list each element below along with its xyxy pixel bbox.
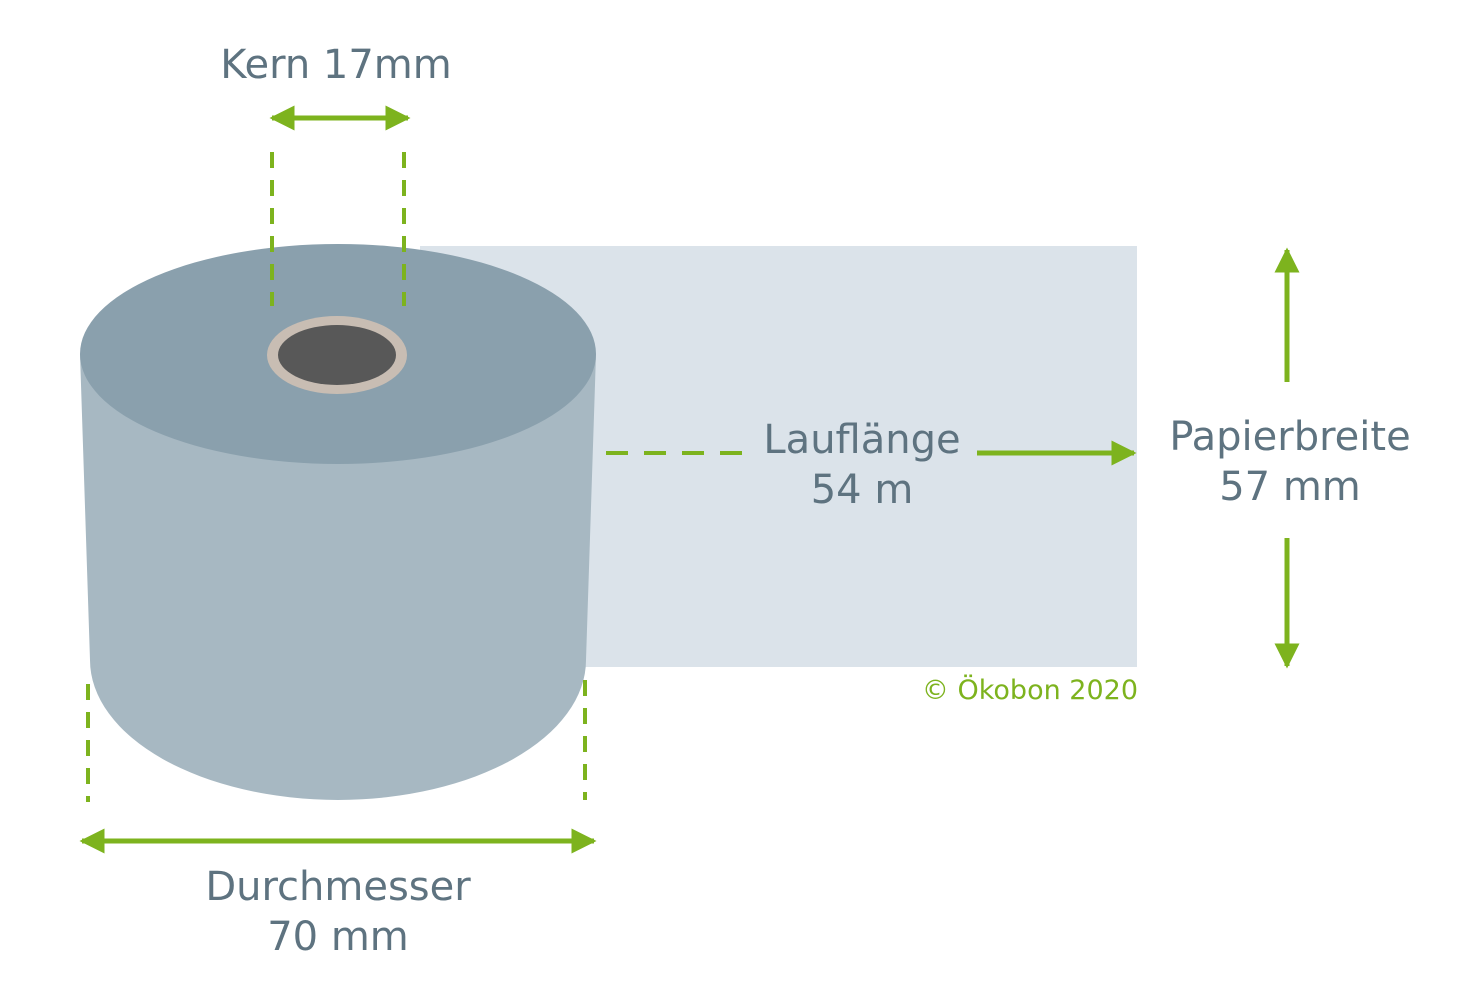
diameter-label: Durchmesser 70 mm: [188, 862, 488, 962]
paper-width-label: Papierbreite 57 mm: [1150, 412, 1430, 512]
diameter-title: Durchmesser: [205, 864, 471, 910]
roll-side: [80, 354, 596, 800]
run-length-value: 54 m: [810, 467, 914, 513]
core-label: Kern 17mm: [220, 42, 452, 88]
paper-width-value: 57 mm: [1219, 464, 1361, 510]
run-length-title: Lauflänge: [763, 417, 961, 463]
paper-width-title: Papierbreite: [1169, 414, 1411, 460]
diameter-value: 70 mm: [267, 914, 409, 960]
core-hole: [278, 325, 396, 385]
copyright-text: © Ökobon 2020: [921, 675, 1138, 706]
run-length-label: Lauflänge 54 m: [742, 415, 982, 515]
